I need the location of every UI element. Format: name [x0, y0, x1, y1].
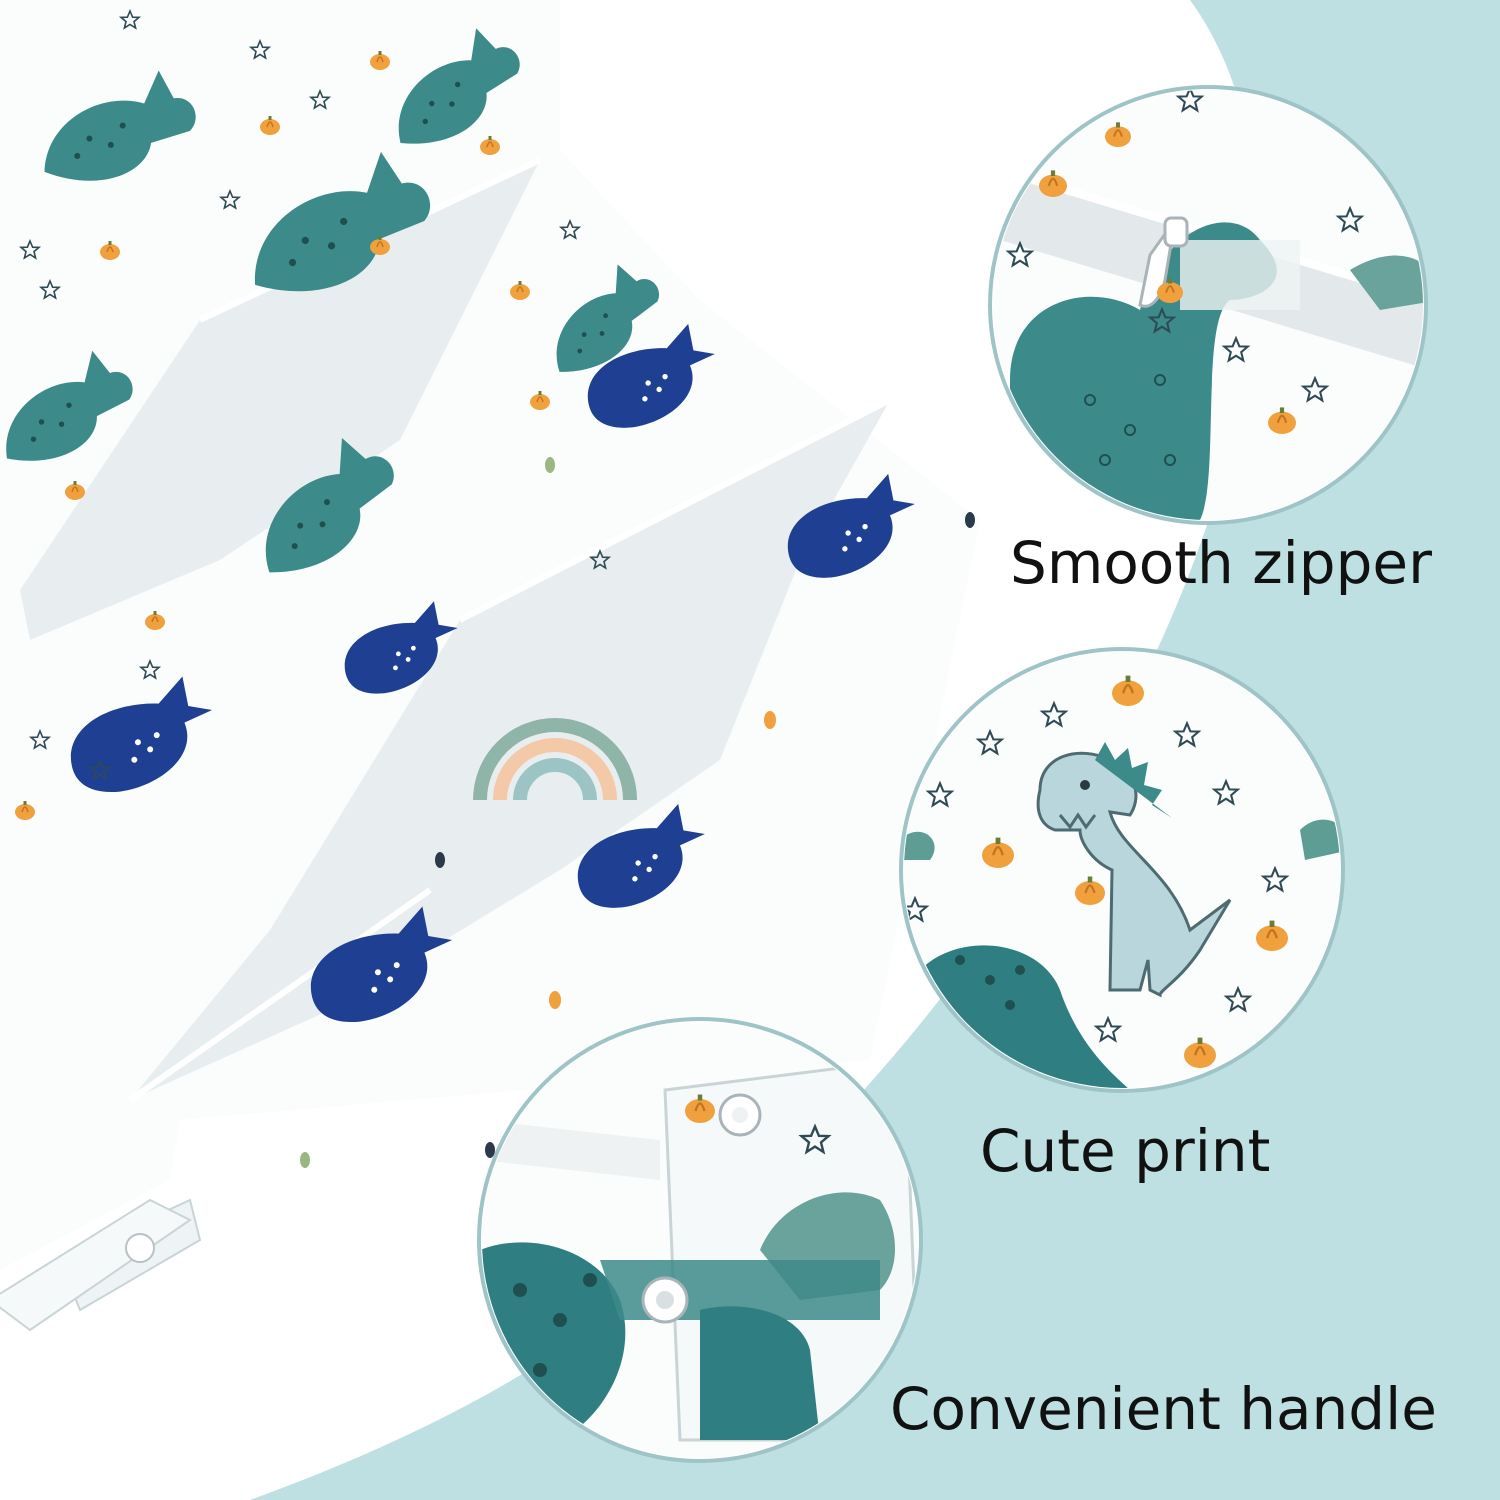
upper-pocket-mesh: [20, 160, 540, 640]
lower-pocket-mesh: [130, 400, 890, 1100]
caption-convenient-handle: Convenient handle: [890, 1375, 1437, 1443]
snap-button-icon: [641, 1276, 689, 1324]
zipper-pull-icon: [1138, 216, 1189, 308]
handle-detail-circle: [477, 1017, 923, 1463]
zipper-detail-circle: [988, 85, 1428, 525]
caption-cute-print: Cute print: [980, 1117, 1271, 1185]
background-blob: [250, 0, 1500, 1500]
rainbow-print: [473, 718, 637, 801]
snap-button-icon: [125, 1233, 155, 1263]
wet-bag: [0, 10, 975, 1332]
dinosaur-icon: [1036, 742, 1232, 998]
print-detail-circle: [899, 647, 1345, 1093]
snap-button-icon: [718, 1093, 762, 1137]
caption-smooth-zipper: Smooth zipper: [1010, 529, 1432, 597]
